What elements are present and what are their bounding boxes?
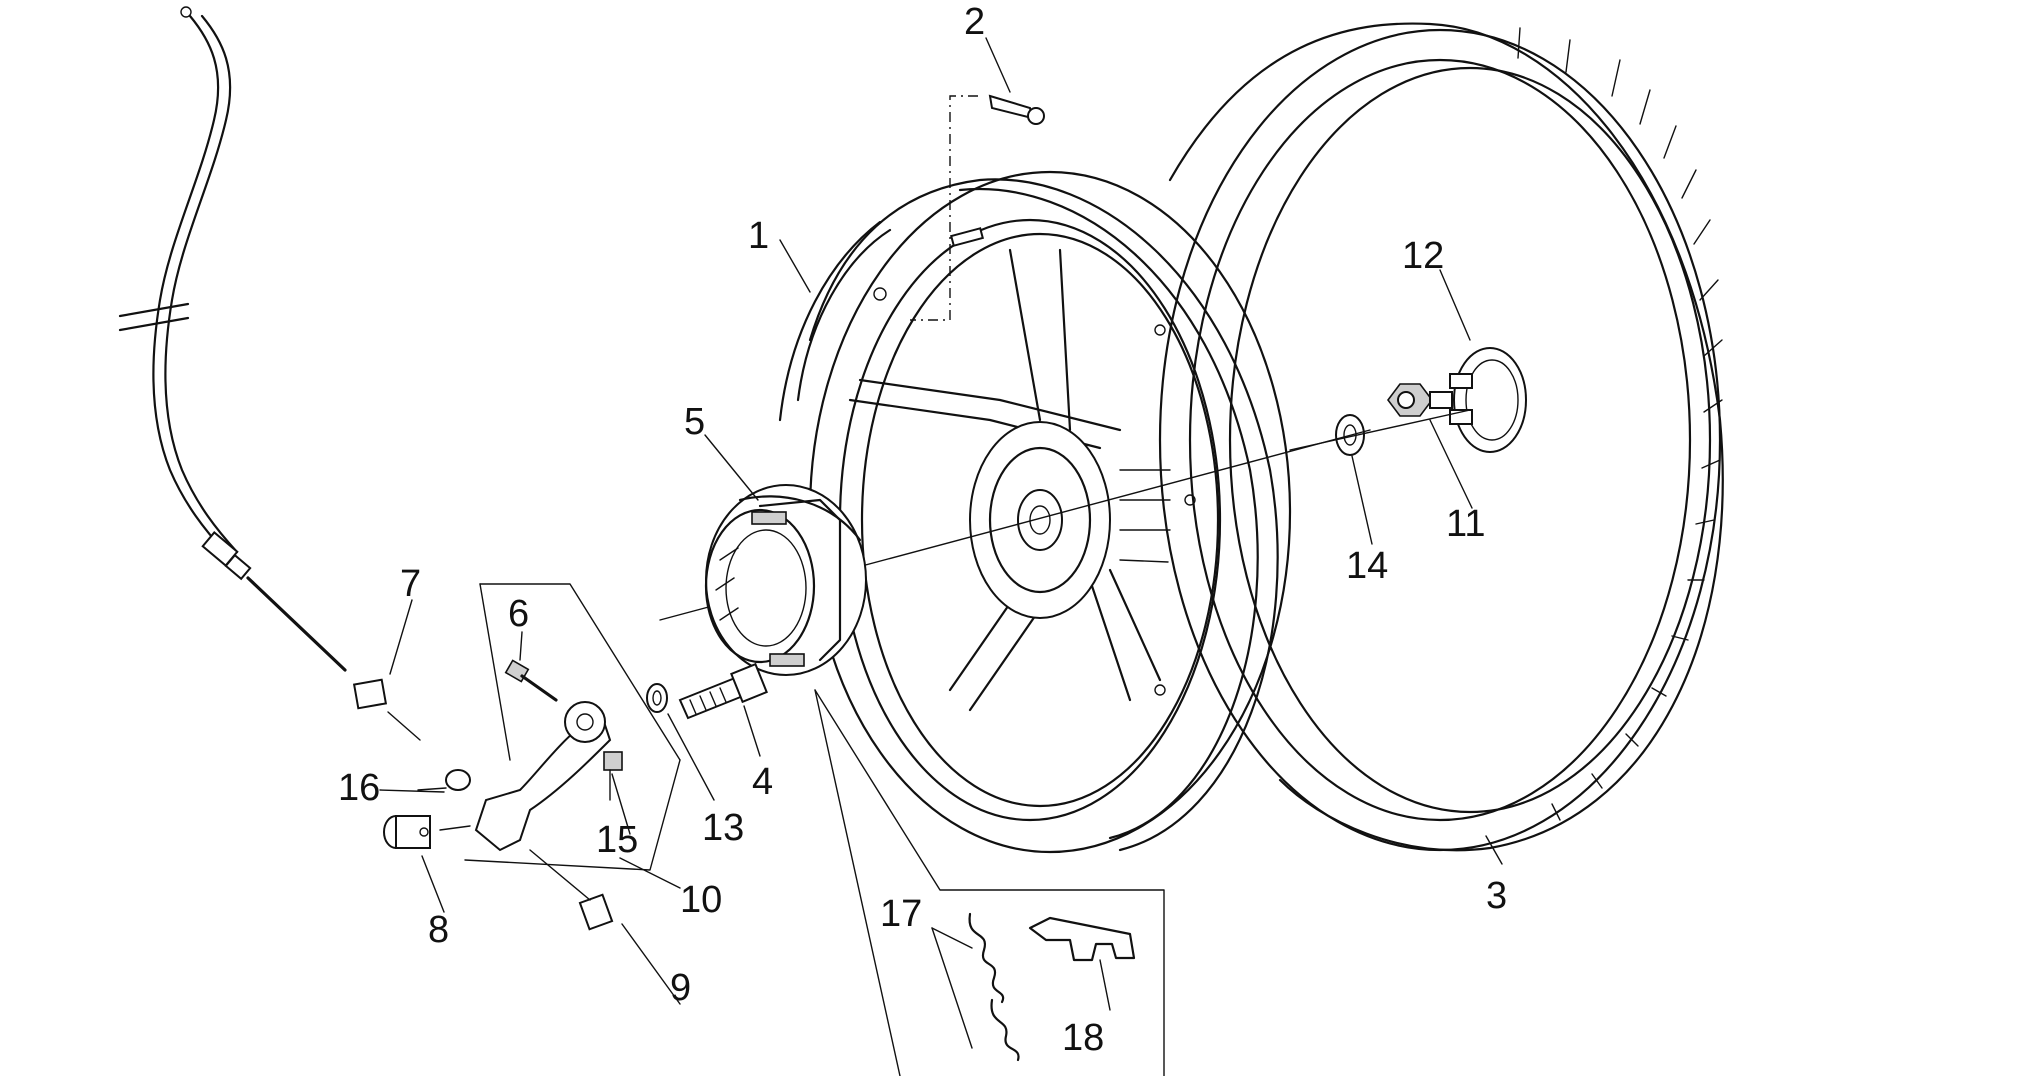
part-13-ring (646, 683, 668, 713)
callout-7: 7 (400, 563, 421, 605)
callouts: 1 2 3 4 5 6 7 8 9 10 11 12 13 14 15 16 1… (338, 1, 1507, 1059)
leader-lines (379, 37, 1503, 1049)
callout-9: 9 (670, 967, 691, 1009)
part-11-nut (1387, 383, 1453, 417)
part-12-cap (1449, 347, 1527, 453)
callout-6: 6 (508, 593, 529, 635)
part-18-clip (1028, 916, 1136, 962)
callout-17: 17 (880, 893, 922, 935)
axle-line-2 (1289, 409, 1471, 451)
callout-13: 13 (702, 807, 744, 849)
part-16-washer (417, 769, 471, 791)
part-17-springs (968, 912, 1020, 1062)
part-6-bolt (504, 659, 558, 702)
callout-16: 16 (338, 767, 380, 809)
part-15-nut (603, 751, 623, 801)
part-2-valve (910, 94, 1045, 321)
part-9-nut (529, 849, 614, 931)
part-7-bushing (352, 678, 421, 741)
callout-5: 5 (684, 401, 705, 443)
part-1-wheel-rim (778, 170, 1292, 854)
callout-10: 10 (680, 879, 722, 921)
callout-4: 4 (752, 761, 773, 803)
part-5-brake-shoes (704, 484, 867, 676)
callout-15: 15 (596, 819, 638, 861)
part-3-tyre (1158, 22, 1724, 852)
callout-2: 2 (964, 1, 985, 43)
part-8-pin (383, 815, 471, 849)
callout-18: 18 (1062, 1017, 1104, 1059)
brake-cable (118, 6, 347, 672)
part-4-brake-shaft (678, 662, 768, 720)
part-10-brake-lever-group (464, 583, 681, 871)
callout-8: 8 (428, 909, 449, 951)
spring-kit-box (814, 689, 1165, 1076)
callout-12: 12 (1402, 235, 1444, 277)
callout-11: 11 (1446, 503, 1485, 545)
callout-1: 1 (748, 215, 769, 257)
callout-3: 3 (1486, 875, 1507, 917)
callout-14: 14 (1346, 545, 1388, 587)
